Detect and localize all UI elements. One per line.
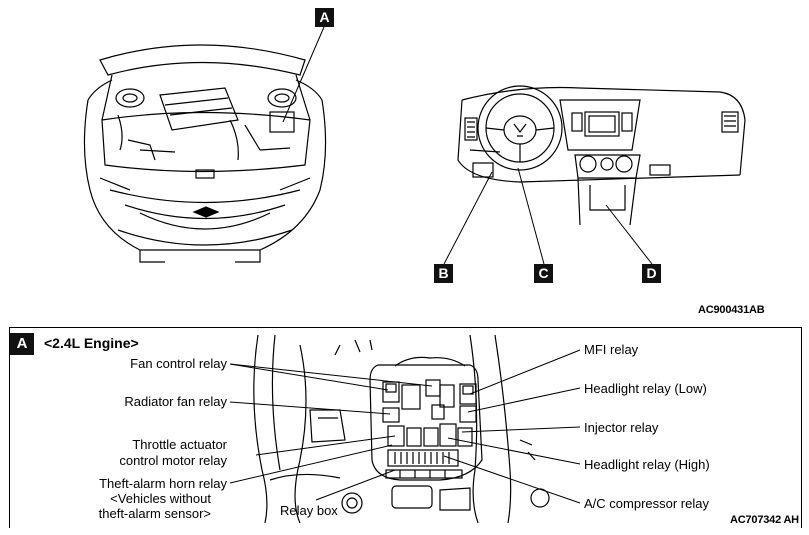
label-radiator-fan-relay: Radiator fan relay	[124, 394, 227, 409]
label-theft-line1: Theft-alarm horn relay	[99, 476, 227, 491]
label-fan-control-relay: Fan control relay	[130, 356, 227, 371]
label-theft-line2: <Vehicles without	[110, 491, 211, 506]
label-throttle-line1: Throttle actuator	[132, 437, 227, 452]
top-leader-lines	[282, 26, 653, 265]
top-figure-code: AC900431AB	[698, 304, 765, 316]
label-headlight-high: Headlight relay (High)	[584, 457, 710, 472]
label-relay-box: Relay box	[280, 503, 338, 518]
callout-a: A	[315, 8, 334, 27]
label-headlight-low: Headlight relay (Low)	[584, 381, 707, 396]
label-injector-relay: Injector relay	[584, 420, 659, 435]
panel-letter-a: A	[10, 333, 34, 355]
label-ac-compressor-relay: A/C compressor relay	[584, 496, 709, 511]
detail-figure-code: AC707342 AH	[730, 514, 799, 526]
callout-b: B	[434, 264, 453, 283]
relay-box-illustration	[253, 334, 550, 524]
callout-c: C	[534, 264, 553, 283]
dashboard-illustration	[457, 85, 746, 226]
engine-label: <2.4L Engine>	[44, 335, 139, 351]
label-mfi-relay: MFI relay	[584, 342, 639, 357]
car-front-illustration	[83, 44, 327, 263]
label-throttle-line2: control motor relay	[119, 453, 227, 468]
label-theft-line3: theft-alarm sensor>	[98, 506, 211, 521]
callout-d: D	[642, 264, 661, 283]
detail-panel	[9, 327, 802, 528]
relay-leader-lines	[229, 349, 581, 504]
